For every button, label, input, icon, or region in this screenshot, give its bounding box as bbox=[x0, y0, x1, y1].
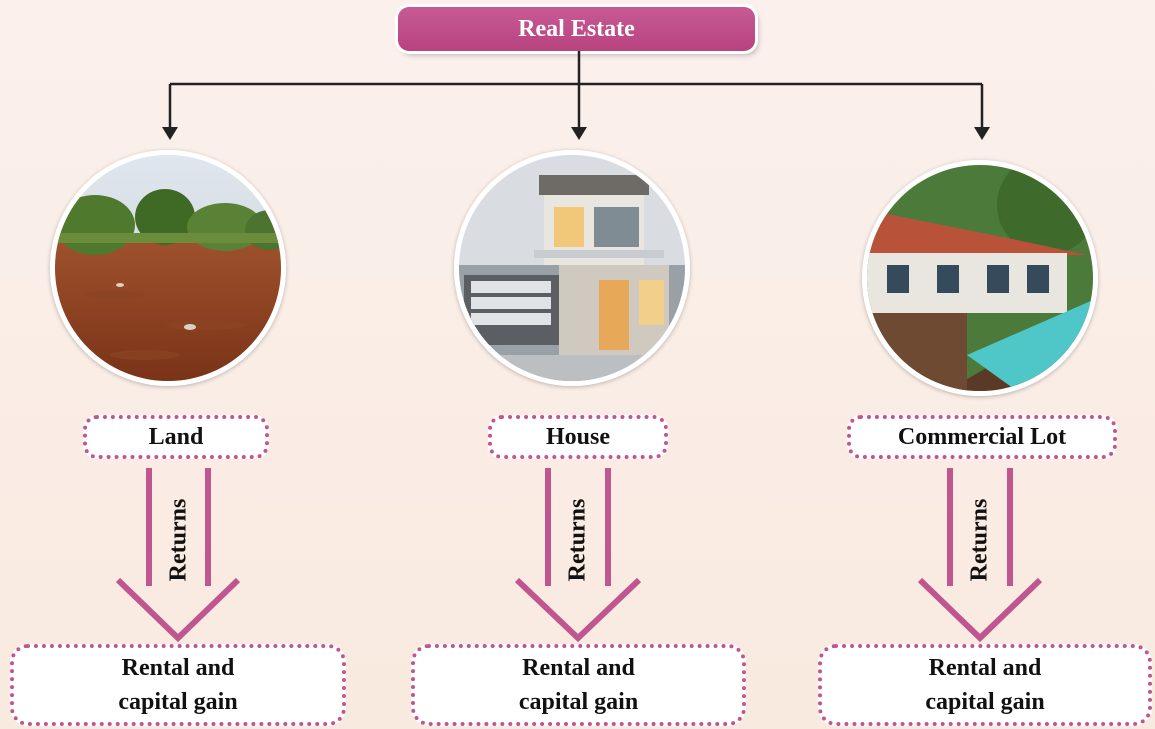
result-land-line2: capital gain bbox=[118, 689, 238, 715]
arrowhead-commercial bbox=[974, 127, 990, 140]
node-house: House bbox=[488, 415, 668, 459]
result-house: Rental and capital gain bbox=[411, 644, 746, 726]
result-land: Rental and capital gain bbox=[10, 644, 346, 726]
node-land-label: Land bbox=[148, 423, 204, 450]
result-house-line2: capital gain bbox=[518, 689, 639, 715]
modern-house-photo bbox=[454, 150, 690, 386]
returns-chevron-commercial bbox=[917, 577, 1043, 643]
result-commercial-line2: capital gain bbox=[925, 689, 1045, 715]
arrowhead-land bbox=[162, 127, 178, 140]
returns-chevron-land bbox=[115, 577, 241, 643]
returns-label-house: Returns bbox=[564, 498, 591, 582]
node-commercial-lot: Commercial Lot bbox=[847, 415, 1117, 459]
arrowhead-house bbox=[571, 127, 587, 140]
node-land: Land bbox=[83, 415, 269, 459]
root-node-label: Real Estate bbox=[518, 15, 635, 42]
node-house-label: House bbox=[545, 423, 610, 450]
building-with-pool-photo bbox=[862, 160, 1098, 396]
result-house-line1: Rental and bbox=[522, 655, 635, 681]
result-commercial-line1: Rental and bbox=[928, 655, 1042, 681]
returns-label-land: Returns bbox=[165, 498, 191, 582]
result-land-line1: Rental and bbox=[121, 655, 235, 681]
returns-chevron-house bbox=[514, 577, 642, 643]
returns-arrow-commercial: Returns bbox=[950, 468, 1010, 612]
land-field-photo bbox=[50, 150, 286, 386]
returns-arrow-house: Returns bbox=[548, 468, 608, 612]
node-commercial-label: Commercial Lot bbox=[897, 423, 1067, 450]
returns-arrow-land: Returns bbox=[149, 468, 208, 612]
result-commercial: Rental and capital gain bbox=[818, 644, 1152, 726]
root-node-real-estate: Real Estate bbox=[398, 7, 755, 51]
returns-label-commercial: Returns bbox=[966, 498, 993, 582]
